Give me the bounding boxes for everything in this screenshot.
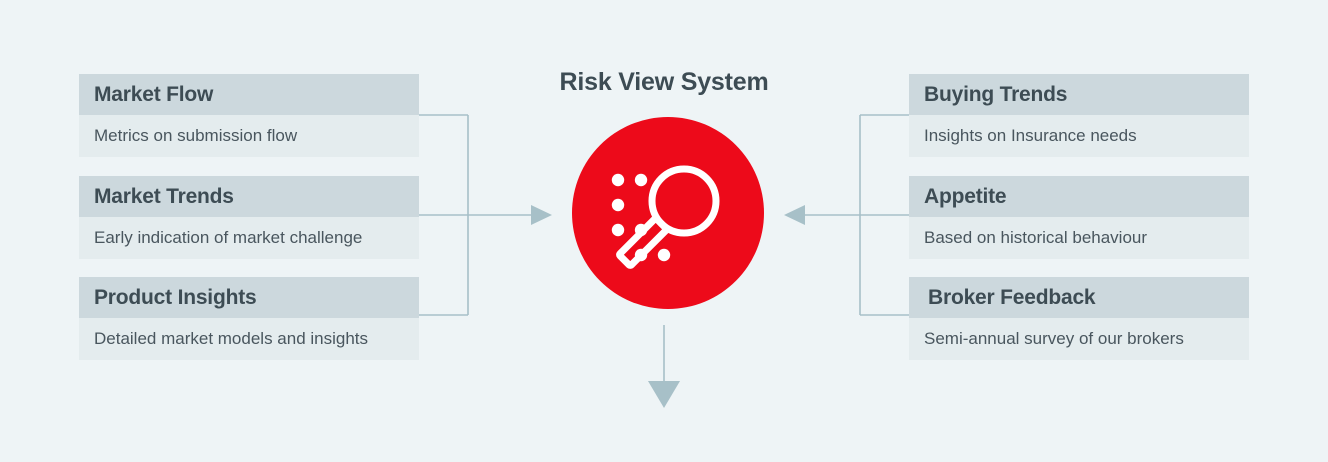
arrow-head-right — [531, 205, 552, 225]
risk-view-hub — [572, 117, 764, 309]
card-heading: Buying Trends — [909, 74, 1249, 115]
card-heading: Broker Feedback — [909, 277, 1249, 318]
card-heading: Appetite — [909, 176, 1249, 217]
card-buying-trends[interactable]: Buying Trends Insights on Insurance need… — [909, 74, 1249, 157]
card-description: Insights on Insurance needs — [909, 115, 1249, 157]
card-description: Early indication of market challenge — [79, 217, 419, 259]
card-description: Based on historical behaviour — [909, 217, 1249, 259]
card-heading: Market Trends — [79, 176, 419, 217]
card-broker-feedback[interactable]: Broker Feedback Semi-annual survey of ou… — [909, 277, 1249, 360]
card-market-trends[interactable]: Market Trends Early indication of market… — [79, 176, 419, 259]
page-title: Risk View System — [559, 68, 769, 96]
card-appetite[interactable]: Appetite Based on historical behaviour — [909, 176, 1249, 259]
card-description: Detailed market models and insights — [79, 318, 419, 360]
card-product-insights[interactable]: Product Insights Detailed market models … — [79, 277, 419, 360]
card-market-flow[interactable]: Market Flow Metrics on submission flow — [79, 74, 419, 157]
card-heading: Product Insights — [79, 277, 419, 318]
arrow-head-left — [784, 205, 805, 225]
card-description: Metrics on submission flow — [79, 115, 419, 157]
card-description: Semi-annual survey of our brokers — [909, 318, 1249, 360]
magnifier-with-dots-icon — [611, 165, 720, 269]
card-heading: Market Flow — [79, 74, 419, 115]
arrow-head-down — [648, 381, 680, 408]
